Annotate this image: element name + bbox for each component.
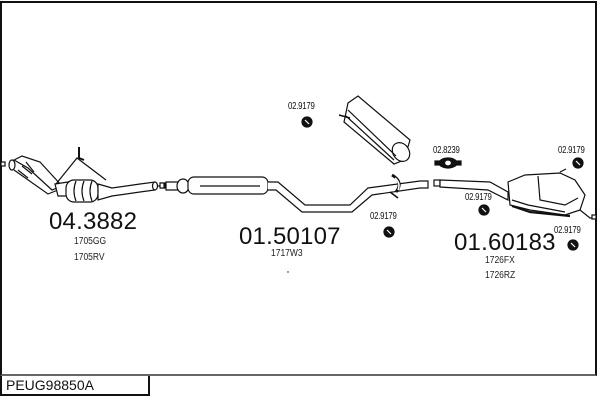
part-number: 01.50107 — [239, 223, 341, 250]
accessory-label: 02.9179 — [288, 101, 315, 112]
part-ref: 1705RV — [74, 252, 105, 263]
part-ref: 1717W3 — [271, 248, 303, 259]
part-number: 01.60183 — [454, 229, 556, 256]
accessory-label: 02.9179 — [465, 192, 492, 203]
part-ref: 1705GG — [74, 236, 107, 247]
middle-silencer-drawing — [158, 95, 429, 213]
rear-inlet-pipe — [439, 179, 509, 201]
middle-pipe — [268, 180, 429, 213]
front-pipe-flange — [8, 159, 16, 171]
cat-outlet-pipe — [97, 181, 156, 201]
diagram-frame — [0, 1, 597, 376]
rear-silencer-drawing — [433, 168, 597, 220]
accessory-label: 02.8239 — [433, 145, 460, 156]
catalytic-converter-drawing — [0, 147, 166, 203]
accessory-label: 02.9179 — [370, 211, 397, 222]
rubber-mount-icon — [478, 204, 490, 216]
accessory-label: 02.9179 — [558, 145, 585, 156]
part-number: 04.3882 — [49, 208, 138, 235]
front-flange-icon — [0, 161, 6, 167]
diagram-code-box: PEUG98850A — [0, 376, 150, 396]
rubber-mount-icon — [567, 239, 579, 251]
lambda-sensor-icon — [78, 147, 85, 161]
accessory-label: 02.9179 — [554, 225, 581, 236]
flex-joint — [17, 161, 35, 179]
clamp-icon — [434, 157, 462, 169]
rear-pipe-flange — [433, 179, 441, 187]
part-ref: 1726FX — [485, 255, 515, 266]
part-ref: 1726RZ — [485, 270, 516, 281]
rubber-mount-icon — [301, 116, 313, 128]
rubber-mount-icon — [572, 157, 584, 169]
lambda-bracket — [55, 157, 107, 185]
rubber-mount-icon — [383, 226, 395, 238]
diagram-code: PEUG98850A — [6, 377, 94, 393]
